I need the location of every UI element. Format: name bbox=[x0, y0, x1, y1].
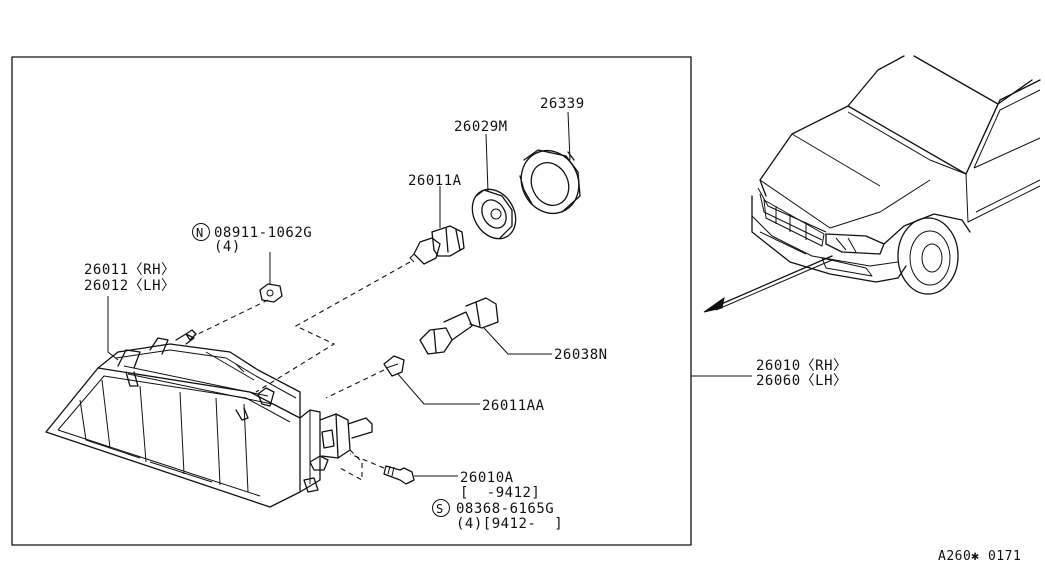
socket-cap-drawing bbox=[471, 188, 517, 240]
vehicle-front-drawing bbox=[703, 55, 1041, 313]
leader-26038n bbox=[483, 327, 552, 355]
label-headlamp-rh: 26011〈RH〉 bbox=[84, 262, 176, 278]
label-26029m: 26029M bbox=[454, 119, 508, 135]
headlamp-housing-drawing bbox=[45, 333, 373, 508]
label-26011aa: 26011AA bbox=[482, 398, 545, 414]
detail-frame bbox=[11, 56, 692, 546]
diagram-code: A260✱ 0171 bbox=[938, 549, 1021, 564]
nut-symbol-letter: N bbox=[196, 226, 204, 240]
label-nut-qty: (4) bbox=[214, 239, 241, 255]
leader-26011 bbox=[107, 296, 119, 361]
label-26038n: 26038N bbox=[554, 347, 608, 363]
label-screw-code: 08368-6165G bbox=[456, 501, 554, 517]
label-headlamp-lh: 26012〈LH〉 bbox=[84, 278, 176, 294]
label-assembly-lh: 26060〈LH〉 bbox=[756, 373, 848, 389]
screw-symbol-letter: S bbox=[436, 502, 444, 516]
label-26339: 26339 bbox=[540, 96, 585, 112]
label-assembly-rh: 26010〈RH〉 bbox=[756, 358, 848, 374]
bulb-holder-ring-drawing bbox=[519, 149, 581, 214]
label-26011a: 26011A bbox=[408, 173, 462, 189]
label-screw-qty-range: (4)[9412- ] bbox=[456, 516, 563, 532]
leader-26011aa bbox=[397, 373, 480, 405]
label-26010a-range: [ -9412] bbox=[460, 485, 540, 501]
label-26010a: 26010A bbox=[460, 470, 514, 486]
halogen-bulb-drawing bbox=[409, 225, 465, 265]
side-bulb-drawing bbox=[383, 355, 405, 377]
label-nut-code: 08911-1062G bbox=[214, 225, 312, 241]
small-bolt-drawing bbox=[185, 329, 197, 341]
nut-symbol-badge: N bbox=[192, 223, 210, 241]
aiming-screw-drawing bbox=[383, 465, 415, 485]
leader-26029m bbox=[485, 133, 489, 193]
clip-nut-drawing bbox=[259, 283, 283, 303]
leader-26339 bbox=[567, 111, 571, 161]
screw-symbol-badge: S bbox=[432, 499, 450, 517]
socket-harness-drawing bbox=[419, 297, 499, 355]
